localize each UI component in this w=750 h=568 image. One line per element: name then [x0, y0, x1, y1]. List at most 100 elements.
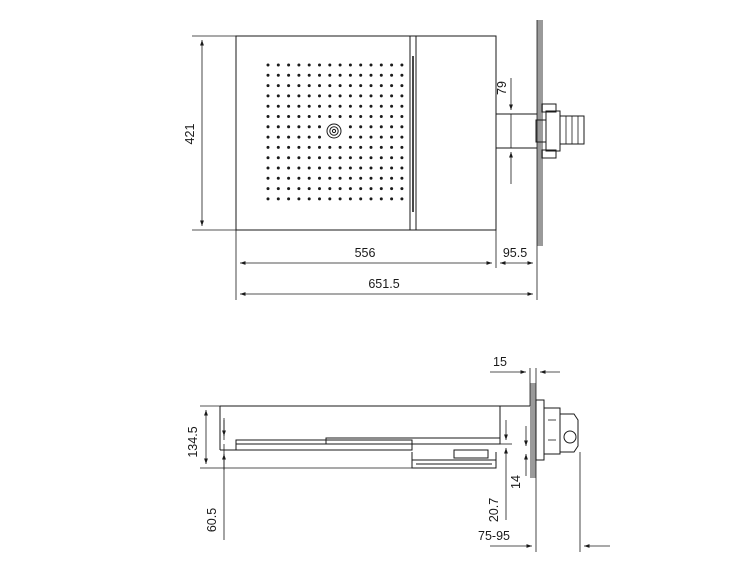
shower-plate-top: [235, 35, 497, 231]
nozzle: [400, 176, 404, 180]
nozzle: [276, 187, 280, 191]
nozzle: [287, 166, 291, 170]
nozzle: [307, 94, 311, 98]
nozzle: [338, 145, 342, 149]
nozzle: [318, 197, 321, 201]
nozzle: [318, 63, 321, 67]
side-view: 15 134.5 60.5 20.7 14 75-95: [186, 355, 610, 552]
nozzle: [328, 176, 332, 180]
nozzle: [338, 197, 342, 201]
nozzle: [287, 187, 291, 191]
nozzle: [400, 115, 404, 118]
nozzle: [287, 197, 291, 201]
dim-plate-width-label: 556: [355, 246, 376, 260]
dim-wall-range-label: 75-95: [478, 529, 510, 543]
nozzle: [369, 187, 373, 191]
nozzle: [338, 176, 342, 180]
nozzle: [318, 187, 321, 191]
nozzle: [297, 197, 301, 201]
nozzle: [390, 73, 394, 77]
nozzle: [338, 63, 342, 67]
nozzle: [307, 63, 311, 67]
nozzle: [338, 73, 342, 77]
nozzle: [276, 94, 280, 98]
nozzle: [328, 197, 332, 201]
nozzle: [287, 176, 291, 180]
nozzle: [276, 156, 280, 160]
nozzle: [276, 197, 280, 201]
nozzle: [307, 135, 311, 139]
nozzle: [307, 176, 311, 180]
dim-total-height-label: 134.5: [186, 426, 200, 457]
dim-plate-thickness-label: 60.5: [205, 508, 219, 532]
nozzle: [359, 84, 363, 88]
nozzle: [318, 104, 321, 108]
nozzle: [338, 187, 342, 191]
nozzle: [400, 197, 404, 201]
nozzle: [369, 125, 373, 129]
nozzle: [276, 176, 280, 180]
nozzle: [369, 197, 373, 201]
dim-small-label: 14: [509, 475, 523, 489]
nozzle: [390, 187, 394, 191]
nozzle: [276, 115, 280, 118]
wall-side: [530, 383, 536, 478]
nozzle: [318, 125, 321, 129]
nozzle: [348, 73, 352, 77]
nozzle: [359, 166, 363, 170]
nozzle: [318, 145, 321, 149]
nozzle: [348, 104, 352, 108]
nozzle: [328, 156, 332, 160]
nozzle: [328, 84, 332, 88]
nozzle: [348, 135, 352, 139]
nozzle: [369, 94, 373, 98]
nozzle: [400, 94, 404, 98]
nozzle: [276, 145, 280, 149]
nozzle: [390, 84, 394, 88]
nozzle: [318, 166, 321, 170]
nozzle: [297, 125, 301, 129]
nozzle: [390, 104, 394, 108]
nozzle: [287, 104, 291, 108]
nozzle: [318, 73, 321, 77]
nozzle: [390, 176, 394, 180]
nozzle: [379, 187, 383, 191]
nozzle: [390, 135, 394, 139]
nozzle: [297, 135, 301, 139]
nozzle: [400, 73, 404, 77]
nozzle: [297, 187, 301, 191]
nozzle: [297, 84, 301, 88]
nozzle: [338, 104, 342, 108]
nozzle: [328, 94, 332, 98]
nozzle: [297, 94, 301, 98]
nozzle: [348, 84, 352, 88]
nozzle: [390, 145, 394, 149]
nozzle: [379, 176, 383, 180]
nozzle: [379, 115, 383, 118]
nozzle: [318, 115, 321, 118]
nozzle: [318, 135, 321, 139]
nozzle: [359, 94, 363, 98]
nozzle: [287, 135, 291, 139]
nozzle: [266, 187, 270, 191]
dim-height-label: 421: [183, 124, 197, 145]
nozzle: [369, 166, 373, 170]
center-spinner-icon: [326, 123, 342, 139]
nozzle-grid: [266, 63, 404, 201]
nozzle: [328, 145, 332, 149]
nozzle: [328, 166, 332, 170]
nozzle: [379, 135, 383, 139]
nozzle: [276, 63, 280, 67]
nozzle: [287, 84, 291, 88]
nozzle: [307, 156, 311, 160]
nozzle: [266, 115, 270, 118]
nozzle: [359, 145, 363, 149]
nozzle: [369, 84, 373, 88]
nozzle: [400, 104, 404, 108]
nozzle: [400, 156, 404, 160]
top-view: 421 79 556 95.5 651.5: [183, 20, 585, 300]
nozzle: [297, 115, 301, 118]
nozzle: [400, 166, 404, 170]
nozzle: [276, 125, 280, 129]
